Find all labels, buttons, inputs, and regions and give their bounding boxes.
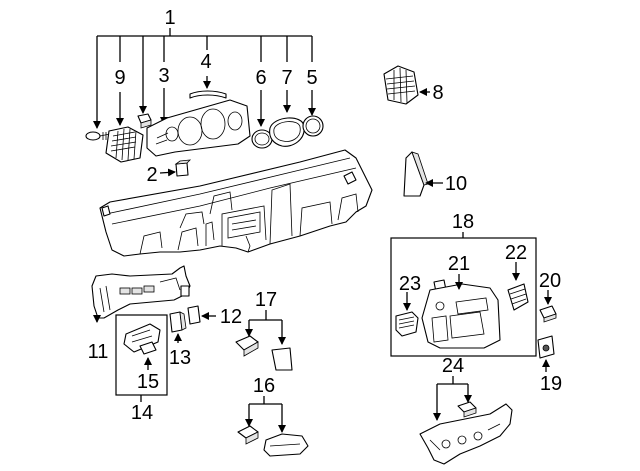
part-knob-19 bbox=[537, 335, 555, 372]
callout-15: 15 bbox=[137, 371, 159, 393]
part-trim-10 bbox=[403, 151, 443, 197]
callout-21: 21 bbox=[448, 253, 470, 275]
callout-8: 8 bbox=[432, 82, 443, 104]
callout-16: 16 bbox=[253, 375, 275, 397]
callout-1-leaders bbox=[93, 28, 316, 129]
callout-14: 14 bbox=[131, 402, 153, 424]
callout-22: 22 bbox=[505, 242, 527, 264]
group-16 bbox=[237, 396, 309, 457]
callout-20: 20 bbox=[539, 270, 561, 292]
part-switch-20 bbox=[539, 290, 557, 323]
part-bolt-clip bbox=[85, 131, 111, 141]
part-instrument-panel bbox=[99, 149, 373, 257]
part-lower-panel-11 bbox=[91, 265, 191, 323]
callout-5: 5 bbox=[306, 67, 317, 89]
part-switch-2 bbox=[159, 159, 192, 177]
part-small-clip bbox=[137, 113, 152, 129]
callout-13: 13 bbox=[169, 347, 191, 369]
part-vent-8 bbox=[383, 65, 430, 105]
callout-4: 4 bbox=[200, 51, 211, 73]
part-gauge-rings-5-6-7 bbox=[251, 115, 324, 149]
callout-labels: 1 9 3 4 6 7 5 8 2 10 18 21 22 23 20 19 1… bbox=[88, 7, 563, 424]
callout-23: 23 bbox=[399, 273, 421, 295]
callout-19: 19 bbox=[540, 373, 562, 395]
callout-17: 17 bbox=[255, 289, 277, 311]
callout-6: 6 bbox=[255, 67, 266, 89]
callout-9: 9 bbox=[114, 67, 125, 89]
callout-7: 7 bbox=[281, 67, 292, 89]
callout-11: 11 bbox=[88, 341, 109, 363]
group-box-14 bbox=[115, 314, 168, 402]
callout-3: 3 bbox=[158, 65, 169, 87]
group-17 bbox=[235, 310, 293, 371]
part-bracket-12-13 bbox=[169, 305, 216, 343]
callout-24: 24 bbox=[442, 355, 464, 377]
callout-2: 2 bbox=[146, 164, 157, 186]
part-instrument-bezel-3-4 bbox=[146, 90, 251, 157]
callout-18: 18 bbox=[452, 211, 474, 233]
group-box-18 bbox=[390, 232, 537, 357]
callout-12: 12 bbox=[220, 306, 242, 328]
group-24 bbox=[419, 376, 513, 465]
callout-10: 10 bbox=[445, 173, 467, 195]
part-side-vent-9 bbox=[105, 126, 144, 163]
callout-1: 1 bbox=[164, 7, 175, 29]
